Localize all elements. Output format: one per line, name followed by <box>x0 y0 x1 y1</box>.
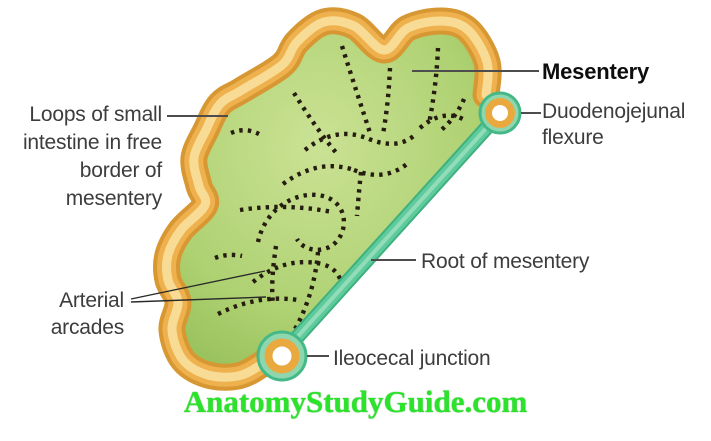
vessel-arcade <box>303 131 370 152</box>
vessel-stem <box>292 91 340 157</box>
vessel-arcade <box>251 259 345 288</box>
leader-arterial-lower <box>130 296 267 303</box>
vessel-stem <box>426 47 441 125</box>
duodenojejunal-flexure-marker <box>478 91 522 135</box>
label-root-of-mesentery: Root of mesentery <box>421 250 590 273</box>
label-arterial-arcades: Arterial arcades <box>50 289 125 339</box>
vessel-arcade <box>239 204 333 215</box>
root-of-mesentery-band <box>273 105 508 363</box>
vessel-stem <box>380 67 393 135</box>
label-loops-of-small-intestine: Loops of small intestine in free border … <box>22 103 162 210</box>
watermark-anatomystudyguide: AnatomyStudyGuide.com <box>183 384 528 419</box>
vessel-arcade <box>368 131 419 146</box>
ileocecal-junction-marker <box>256 330 308 382</box>
vessel-loop <box>255 192 347 252</box>
leader-lines <box>130 70 541 357</box>
label-ileocecal-junction: Ileocecal junction <box>333 347 491 370</box>
intestine-band-core <box>162 16 493 382</box>
mesentery-body <box>166 20 500 378</box>
vessel-stem <box>270 245 279 305</box>
flexure-orange-ring <box>485 98 515 128</box>
ileocecal-orange-ring <box>264 338 300 374</box>
leader-arterial-upper <box>130 270 266 300</box>
vessel-arcade <box>353 162 409 177</box>
root-band-core <box>279 111 502 357</box>
vessel-branch <box>214 252 243 261</box>
vessel-branch <box>230 128 260 136</box>
arterial-arcade-vessels <box>214 45 467 335</box>
vessel-stem <box>339 45 374 137</box>
label-mesentery: Mesentery <box>542 59 650 84</box>
label-duodenojejunal-flexure: Duodenojejunal flexure <box>542 100 686 149</box>
small-intestine-border <box>153 7 502 391</box>
vessel-arcade <box>217 296 299 316</box>
